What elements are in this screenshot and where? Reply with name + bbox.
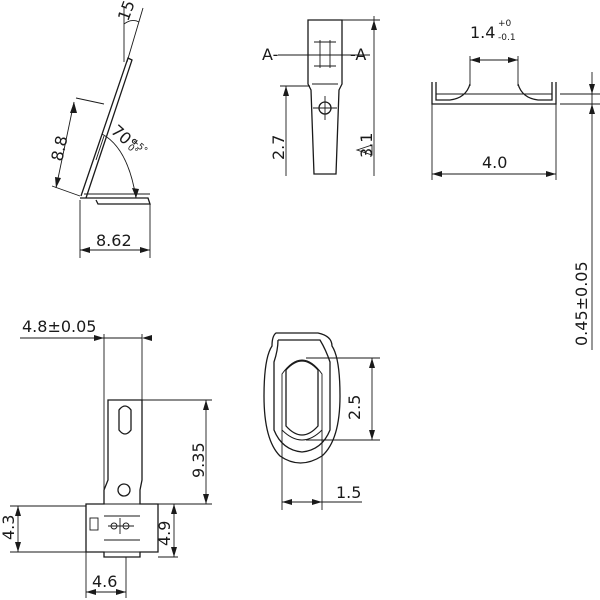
slot-view-inner-outline [273, 339, 331, 453]
gap-label: 1.4 [470, 23, 495, 42]
front-view: A- -A 2.7 3.1 [262, 16, 380, 176]
right-height-label: 4.9 [155, 521, 174, 546]
plan-view-slot [118, 405, 132, 435]
bottom-width-label: 4.6 [92, 572, 117, 591]
section-right-label: -A [350, 45, 366, 64]
side-view: 15° 8.8 70° +5° 0° 8.62 [47, 0, 151, 258]
width-label: 4.0 [482, 153, 507, 172]
slot-view: 2.5 1.5 [263, 332, 380, 510]
side-view-tab [80, 57, 133, 199]
plan-view: 4.8±0.05 9.35 4.3 4.9 4.6 [0, 317, 212, 598]
thickness-label: 0.45±0.05 [572, 261, 591, 346]
dim-right-label: 3.1 [357, 133, 376, 158]
slot-view-outer [263, 332, 341, 464]
slot-length-label: 2.5 [345, 395, 364, 420]
length-label: 9.35 [189, 442, 208, 478]
plan-view-outline [85, 399, 159, 558]
section-left-label: A- [262, 45, 278, 64]
base-width-label: 8.62 [96, 231, 132, 250]
tab-width-label: 4.8±0.05 [22, 317, 96, 336]
height-label: 8.8 [47, 134, 71, 163]
gap-tol-plus: +0 [498, 19, 512, 29]
angle-top-label: 15° [114, 0, 142, 23]
plan-view-hole [117, 483, 131, 497]
side-view-base [80, 197, 151, 205]
left-height-label: 4.3 [0, 515, 18, 540]
gap-tol-minus: -0.1 [498, 33, 516, 43]
slot-width-label: 1.5 [336, 483, 361, 502]
dim-left-label: 2.7 [269, 135, 288, 160]
section-view-profile [431, 82, 557, 105]
section-view: 1.4 +0 -0.1 4.0 0.45±0.05 [431, 19, 600, 350]
slot-view-slot [285, 360, 319, 436]
